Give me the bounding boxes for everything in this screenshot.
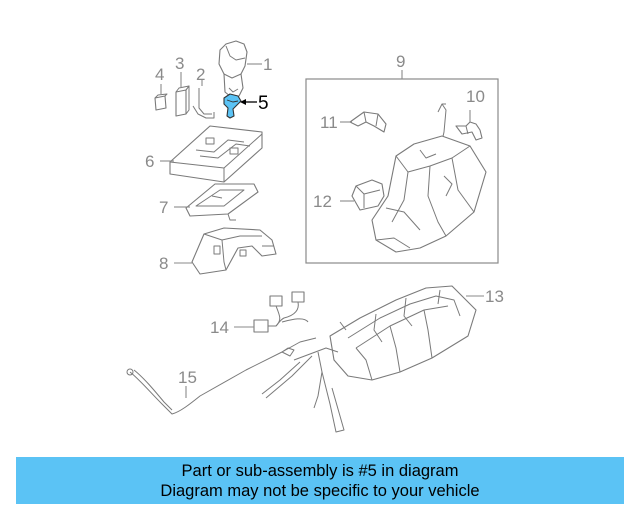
leader-5-arrow [240, 99, 246, 105]
callout-11[interactable]: 11 [320, 113, 338, 132]
part-8-bracket-housing[interactable] [191, 227, 277, 275]
callout-13[interactable]: 13 [485, 287, 504, 306]
part-5-highlighted[interactable] [223, 93, 242, 119]
part-14-wire-harness[interactable] [253, 291, 309, 333]
callout-9[interactable]: 9 [396, 52, 405, 71]
callout-2[interactable]: 2 [196, 65, 205, 84]
banner-line-2: Diagram may not be specific to your vehi… [160, 481, 480, 500]
parts-diagram: 1 2 3 4 5 6 [126, 40, 504, 433]
callout-8[interactable]: 8 [159, 254, 168, 273]
callout-14[interactable]: 14 [210, 318, 229, 337]
part-12-switch[interactable] [351, 179, 385, 211]
callout-6[interactable]: 6 [145, 152, 154, 171]
callout-1[interactable]: 1 [263, 55, 272, 74]
part-13-console-base[interactable] [261, 285, 477, 433]
part-2-clip[interactable] [192, 88, 215, 119]
callout-4[interactable]: 4 [155, 65, 164, 84]
callout-3[interactable]: 3 [175, 54, 184, 73]
part-15-cable[interactable] [126, 337, 317, 415]
part-3-sleeve[interactable] [175, 85, 190, 117]
info-banner: Part or sub-assembly is #5 in diagram Di… [16, 457, 624, 504]
callout-5[interactable]: 5 [258, 93, 269, 114]
callout-15[interactable]: 15 [178, 368, 197, 387]
part-1-shift-knob[interactable] [218, 40, 248, 98]
callout-7[interactable]: 7 [159, 198, 168, 217]
part-10-bracket[interactable] [455, 121, 483, 141]
part-4-plate[interactable] [154, 93, 168, 111]
banner-line-1: Part or sub-assembly is #5 in diagram [181, 461, 459, 480]
part-7-inner-plate[interactable] [185, 183, 259, 221]
callout-10[interactable]: 10 [466, 87, 485, 106]
shifter-mechanism[interactable] [371, 103, 487, 253]
part-6-indicator-plate[interactable] [169, 125, 263, 183]
callout-12[interactable]: 12 [313, 192, 332, 211]
part-11-clip[interactable] [349, 111, 387, 133]
